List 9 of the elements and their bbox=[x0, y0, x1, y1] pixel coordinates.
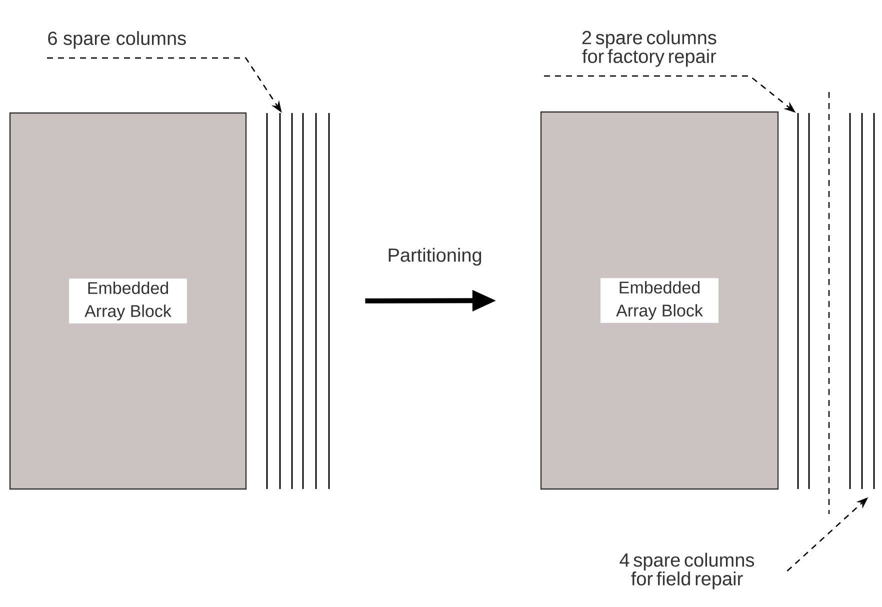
edge-label: Partitioning bbox=[388, 248, 482, 266]
callout-text: 4 spare columns for field repair bbox=[620, 552, 754, 590]
callout-text: 6 spare columns bbox=[48, 31, 186, 49]
spare-columns bbox=[266, 113, 330, 489]
array-block: Embedded Array Block bbox=[540, 111, 779, 490]
callout-text: 2 spare columns for factory repair bbox=[582, 30, 716, 67]
spare-columns bbox=[797, 113, 810, 489]
array-block: Embedded Array Block bbox=[9, 112, 247, 490]
spare-columns bbox=[849, 113, 875, 489]
